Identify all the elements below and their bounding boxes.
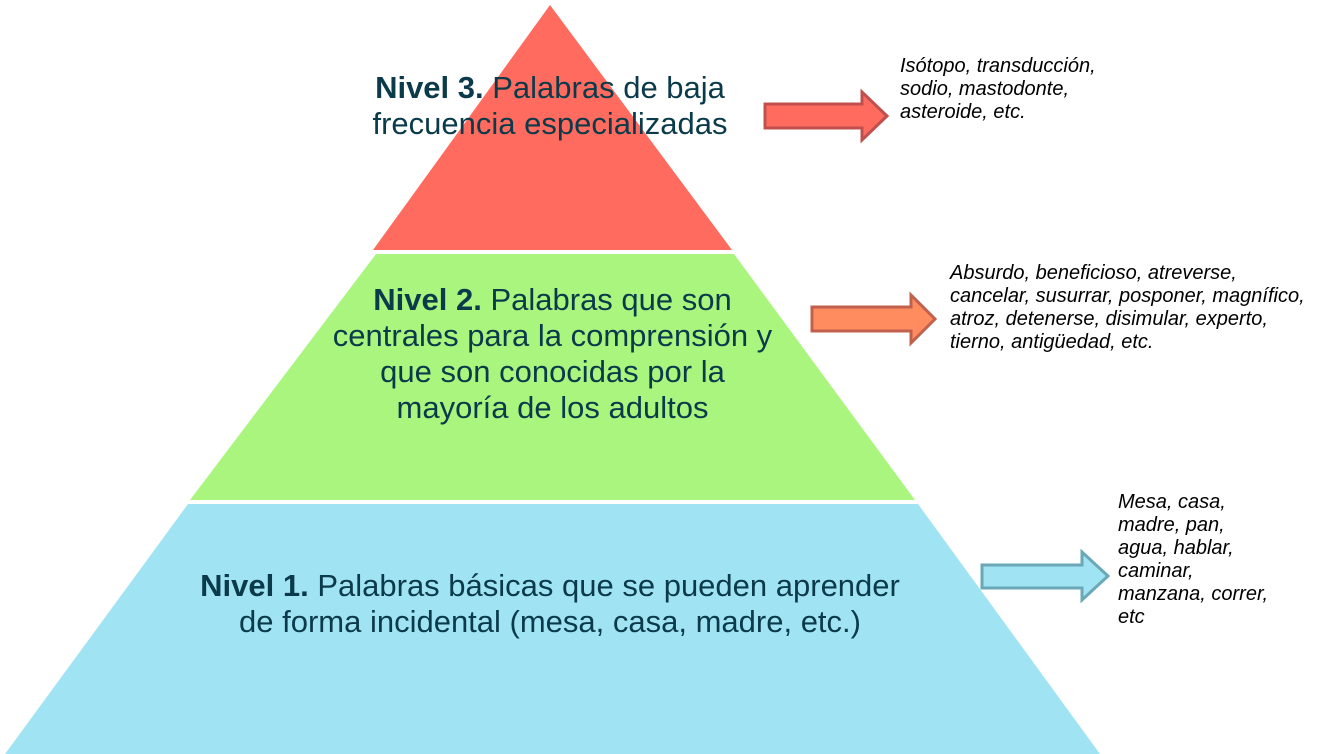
pyramid-level-1 — [5, 504, 1100, 754]
arrow-right-icon — [980, 548, 1111, 604]
level-2-examples: Absurdo, beneficioso, atreverse, cancela… — [950, 262, 1305, 353]
level-2-label: Nivel 2. Palabras que son centrales para… — [325, 282, 780, 426]
level-1-text: Palabras básicas que se pueden aprender … — [239, 568, 900, 639]
level-1-title: Nivel 1. — [200, 568, 309, 603]
level-2-title: Nivel 2. — [373, 282, 482, 317]
pyramid-level-2 — [190, 254, 915, 500]
level-1-examples: Mesa, casa, madre, pan, agua, hablar, ca… — [1118, 491, 1269, 628]
arrow-right-icon — [810, 291, 938, 347]
level-1-label: Nivel 1. Palabras básicas que se pueden … — [190, 568, 910, 640]
level-3-label: Nivel 3. Palabras de baja frecuencia esp… — [370, 70, 730, 142]
pyramid-level-3 — [373, 5, 732, 250]
arrow-right-icon — [763, 88, 890, 144]
level-3-text: Palabras de baja frecuencia especializad… — [372, 70, 728, 141]
level-2-text: Palabras que son centrales para la compr… — [332, 282, 773, 425]
level-3-examples: Isótopo, transducción, sodio, mastodonte… — [900, 55, 1096, 123]
level-3-title: Nivel 3. — [375, 70, 484, 105]
